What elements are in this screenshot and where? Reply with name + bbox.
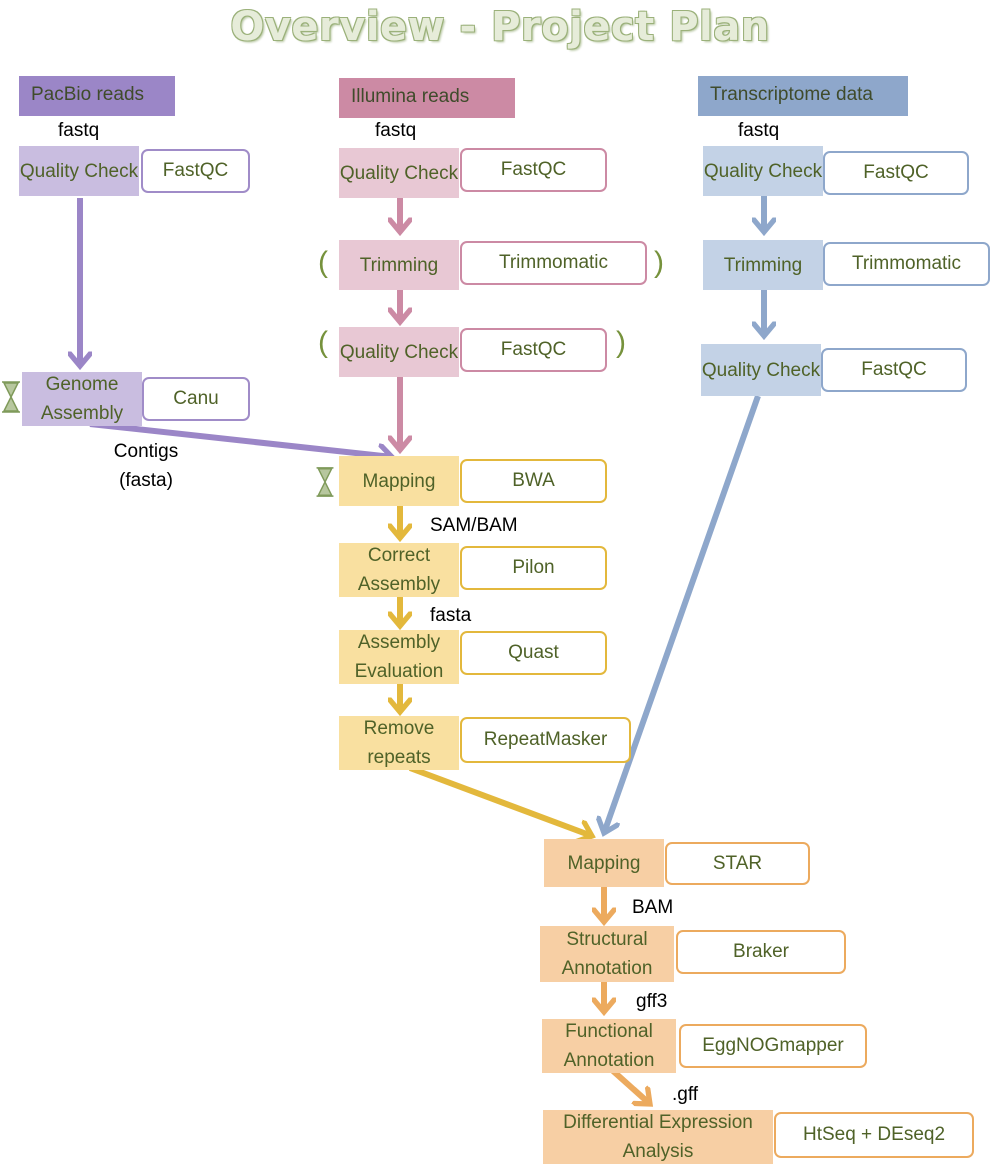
star-mapping-step: Mapping xyxy=(544,839,664,887)
braker-tool: Braker xyxy=(676,930,846,974)
transcriptome-trimming-step: Trimming xyxy=(703,240,823,290)
transcriptome-trimmomatic-tool: Trimmomatic xyxy=(823,242,990,286)
gff-label: .gff xyxy=(672,1084,699,1105)
eggnogmapper-tool: EggNOGmapper xyxy=(679,1024,867,1068)
illumina-trimming-step: Trimming xyxy=(339,240,459,290)
illumina-fastqc-2-tool: FastQC xyxy=(460,328,607,372)
correct-assembly-step: Correct Assembly xyxy=(339,543,459,597)
gff3-label: gff3 xyxy=(636,991,668,1012)
page-title: Overview - Project Plan xyxy=(230,4,770,50)
pilon-tool: Pilon xyxy=(460,546,607,590)
optional-open-paren-qc: ( xyxy=(318,326,328,359)
star-tool: STAR xyxy=(665,842,810,885)
canu-tool: Canu xyxy=(142,377,250,421)
htseq-deseq2-tool: HtSeq + DEseq2 xyxy=(774,1112,974,1158)
transcriptome-fastqc-tool: FastQC xyxy=(823,151,969,195)
quast-tool: Quast xyxy=(460,631,607,675)
assembly-evaluation-step: Assembly Evaluation xyxy=(339,630,459,684)
contigs-label: Contigs (fasta) xyxy=(108,437,184,495)
mapping-step: Mapping xyxy=(339,456,459,506)
hourglass-icon xyxy=(316,467,334,497)
hourglass-icon xyxy=(2,381,20,413)
genome-assembly-step: Genome Assembly xyxy=(22,372,142,426)
arrow-rna-qc-to-star xyxy=(604,395,761,833)
remove-repeats-step: Remove repeats xyxy=(339,716,459,770)
structural-annotation-step: Structural Annotation xyxy=(540,926,674,982)
differential-expression-step: Differential Expression Analysis xyxy=(543,1110,773,1164)
sam-bam-label: SAM/BAM xyxy=(430,515,518,536)
header-illumina: Illumina reads xyxy=(339,78,515,118)
pacbio-fastqc-tool: FastQC xyxy=(141,149,250,193)
transcriptome-quality-check-2-step: Quality Check xyxy=(701,344,821,396)
illumina-fastqc-tool: FastQC xyxy=(460,148,607,192)
illumina-quality-check-step: Quality Check xyxy=(339,148,459,198)
functional-annotation-step: Functional Annotation xyxy=(542,1019,676,1073)
pacbio-quality-check-step: Quality Check xyxy=(19,146,139,196)
optional-close-paren-trimming: ) xyxy=(654,246,664,279)
header-pacbio: PacBio reads xyxy=(19,76,175,116)
bam-label: BAM xyxy=(632,897,674,918)
header-transcriptome: Transcriptome data xyxy=(698,76,908,116)
arrow-functional-to-differential xyxy=(609,1067,650,1104)
optional-close-paren-qc: ) xyxy=(616,326,626,359)
pacbio-format-label: fastq xyxy=(58,120,100,141)
repeatmasker-tool: RepeatMasker xyxy=(460,717,631,763)
transcriptome-fastqc-2-tool: FastQC xyxy=(821,348,967,392)
transcriptome-quality-check-step: Quality Check xyxy=(703,146,823,196)
optional-open-paren-trimming: ( xyxy=(318,246,328,279)
arrow-assembly-to-mapping xyxy=(89,421,392,457)
arrow-repeats-to-star xyxy=(408,765,592,836)
illumina-quality-check-2-step: Quality Check xyxy=(339,327,459,377)
illumina-format-label: fastq xyxy=(375,120,417,141)
transcriptome-format-label: fastq xyxy=(738,120,780,141)
fasta-label: fasta xyxy=(430,605,472,626)
illumina-trimmomatic-tool: Trimmomatic xyxy=(460,241,647,285)
contigs-label-text: Contigs (fasta) xyxy=(113,441,179,491)
bwa-tool: BWA xyxy=(460,459,607,503)
